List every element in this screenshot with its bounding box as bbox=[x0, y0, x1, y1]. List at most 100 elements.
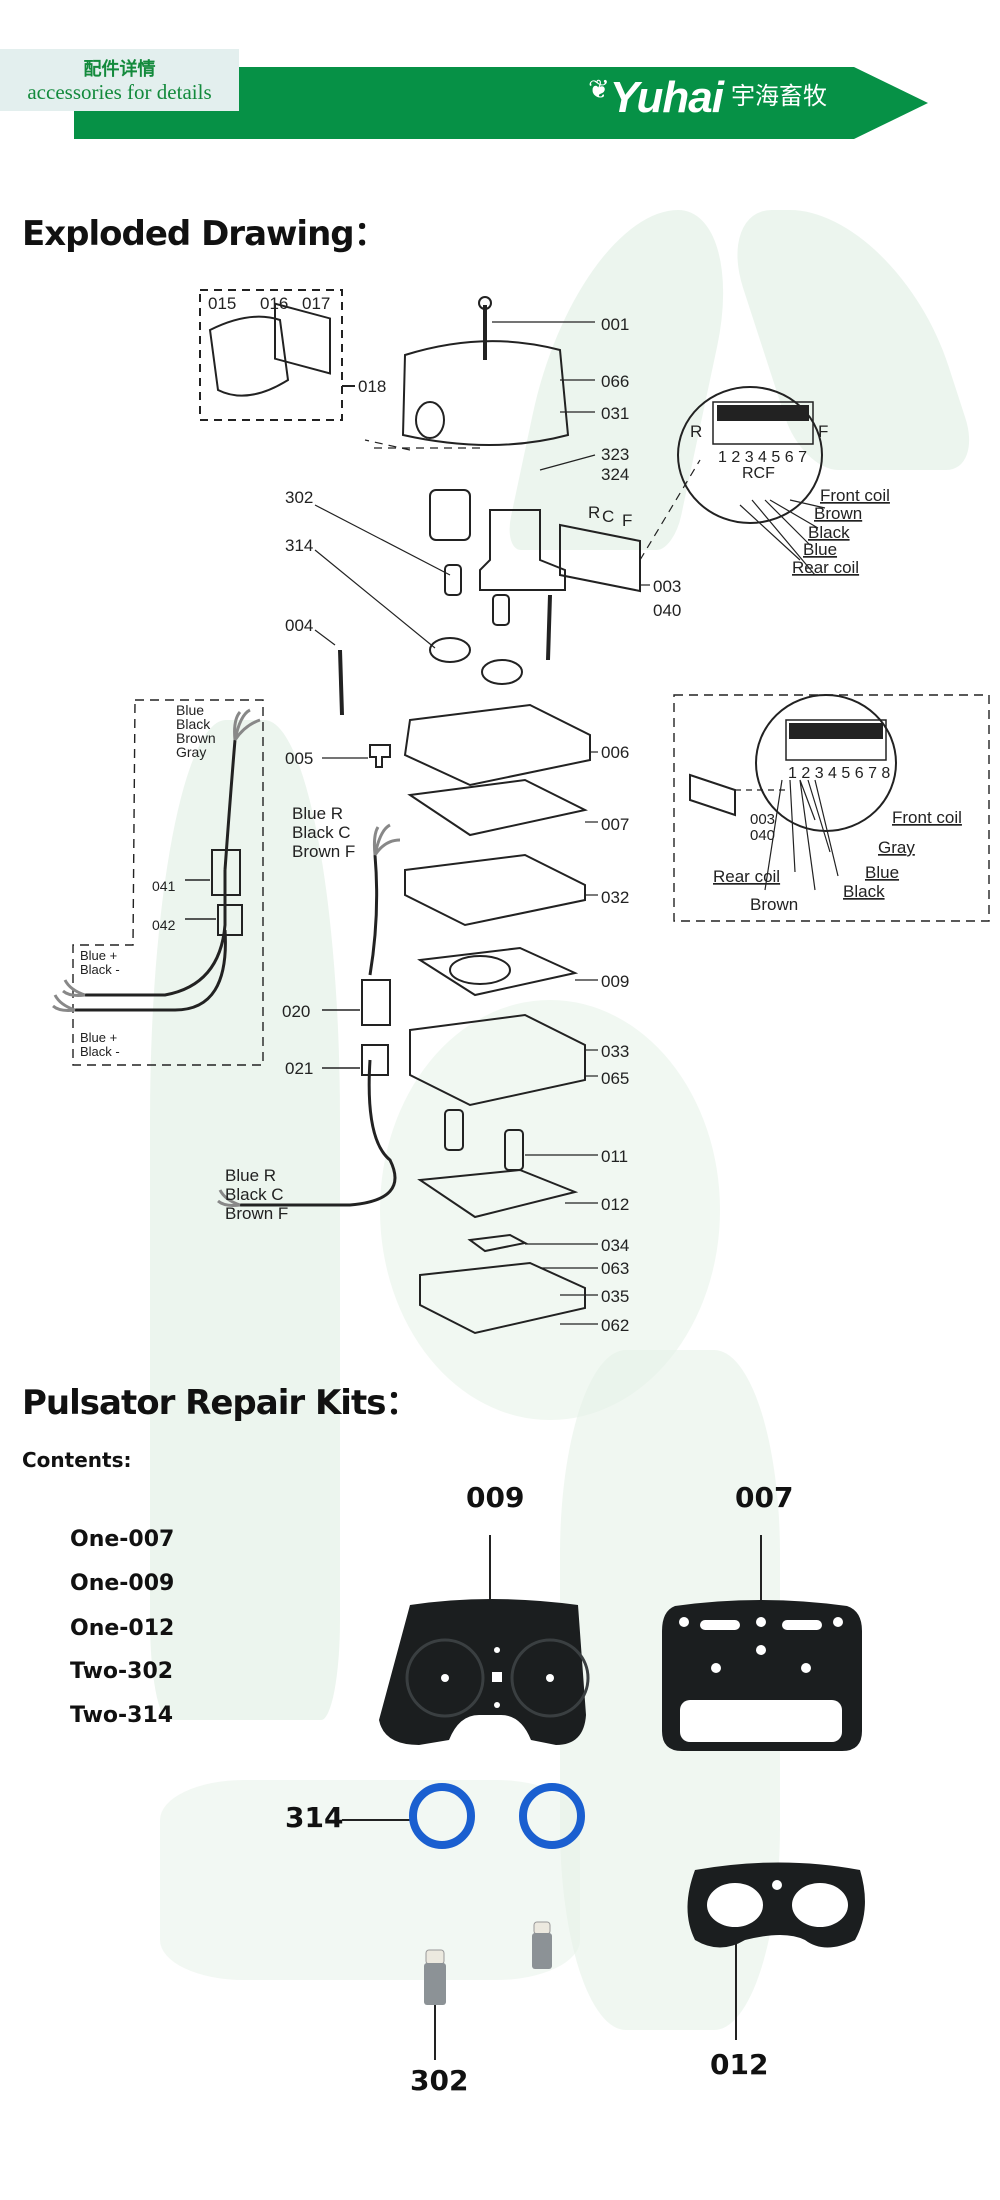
part-label: 032 bbox=[601, 888, 629, 907]
housing-033 bbox=[409, 1013, 586, 1107]
repair-kits-title: Pulsator Repair Kits： bbox=[22, 1383, 419, 1423]
part-label: 323 bbox=[601, 445, 629, 464]
part-label: 033 bbox=[601, 1042, 629, 1061]
terminal-numbers: 1 2 3 4 5 6 7 8 bbox=[788, 765, 890, 782]
part-label: 040 bbox=[653, 601, 681, 620]
plate-letter: F bbox=[622, 511, 632, 530]
tag-english: accessories for details bbox=[27, 80, 212, 104]
part-label: 035 bbox=[601, 1287, 629, 1306]
part-label: 041 bbox=[152, 878, 176, 894]
terminal-detail-2 bbox=[755, 694, 897, 832]
repair-kit-photos bbox=[342, 1535, 865, 2060]
kit-item: Two-302 bbox=[70, 1659, 174, 1684]
part-label: 003 bbox=[653, 577, 681, 596]
part-label: 020 bbox=[282, 1002, 310, 1021]
section-tag: 配件详情 accessories for details bbox=[0, 49, 239, 111]
plate-032 bbox=[404, 853, 586, 927]
part-label: 324 bbox=[601, 465, 629, 484]
wire-label: Brown bbox=[176, 730, 216, 746]
exploded-drawing-title: Exploded Drawing： bbox=[22, 214, 388, 254]
connector-020 bbox=[361, 979, 391, 1026]
cable-box-outline bbox=[72, 699, 264, 1066]
plate-letter: R bbox=[588, 503, 600, 522]
diaphragm-009-photo bbox=[379, 1599, 590, 1745]
diaphragm-009 bbox=[417, 946, 579, 997]
part-label: 063 bbox=[601, 1259, 629, 1278]
cable-4wire bbox=[75, 739, 237, 1012]
terminal-wire-label: Rear coil bbox=[713, 867, 780, 886]
photo-label-012: 012 bbox=[710, 2048, 769, 2081]
coil-rear bbox=[429, 489, 471, 541]
base-062 bbox=[419, 1261, 586, 1335]
terminal-wire-label: Rear coil bbox=[792, 558, 859, 577]
part-label: 016 bbox=[260, 294, 288, 313]
watermark-shape bbox=[150, 720, 340, 1720]
kit-item: One-012 bbox=[70, 1616, 175, 1641]
part-label: 001 bbox=[601, 315, 629, 334]
wire-label: Gray bbox=[176, 744, 206, 760]
header-banner-arrow bbox=[854, 67, 928, 139]
connector-041 bbox=[211, 849, 241, 896]
terminal-numbers: 1 2 3 4 5 6 7 bbox=[718, 449, 807, 466]
part-label: 031 bbox=[601, 404, 629, 423]
cover-031 bbox=[401, 340, 570, 446]
filter-cover bbox=[208, 315, 290, 397]
connector-021 bbox=[361, 1044, 389, 1076]
terminal-wire-label: Brown bbox=[814, 504, 862, 523]
wire-label: Brown F bbox=[292, 842, 355, 861]
kit-item: One-009 bbox=[70, 1571, 175, 1596]
tag-chinese: 配件详情 bbox=[83, 59, 156, 80]
part-label: 018 bbox=[358, 377, 386, 396]
part-label: 040 bbox=[750, 827, 775, 844]
logo-text: Yuhai bbox=[609, 73, 724, 122]
part-label: 042 bbox=[152, 917, 176, 933]
terminal-letter: F bbox=[818, 422, 828, 441]
filter-box bbox=[199, 289, 343, 421]
terminal-detail-1 bbox=[677, 386, 823, 524]
oring-314-photo bbox=[409, 1783, 475, 1849]
gasket-012 bbox=[417, 1168, 579, 1219]
part-label: 302 bbox=[285, 488, 313, 507]
part-label: 062 bbox=[601, 1316, 629, 1335]
part-label: 012 bbox=[601, 1195, 629, 1214]
part-label: 006 bbox=[601, 743, 629, 762]
part-label: 021 bbox=[285, 1059, 313, 1078]
wire-label: Black - bbox=[80, 1044, 120, 1059]
photo-label-302: 302 bbox=[410, 2064, 469, 2097]
part-label: 065 bbox=[601, 1069, 629, 1088]
leaf-icon: ❦ bbox=[588, 74, 610, 104]
gasket-012-photo bbox=[687, 1862, 865, 1948]
circuit-board-003 bbox=[559, 523, 641, 593]
terminal-letter: R bbox=[690, 422, 702, 441]
part-label: 009 bbox=[601, 972, 629, 991]
oring-314 bbox=[429, 637, 471, 663]
terminal-wire-label: Front coil bbox=[892, 808, 962, 827]
part-label: 015 bbox=[208, 294, 236, 313]
connector-042 bbox=[217, 904, 243, 936]
wire-label: Blue R bbox=[292, 804, 343, 823]
wire-label: Black - bbox=[80, 962, 120, 977]
contents-label: Contents: bbox=[22, 1448, 132, 1472]
wire-label: Black C bbox=[225, 1185, 284, 1204]
oring-314-photo bbox=[519, 1783, 585, 1849]
part-005 bbox=[369, 744, 391, 768]
logo-chinese: 宇海畜牧 bbox=[730, 82, 827, 110]
screw-004 bbox=[338, 649, 344, 716]
part-label: 017 bbox=[302, 294, 330, 313]
wire-label: Brown F bbox=[225, 1204, 288, 1223]
wire-label: Blue + bbox=[80, 1030, 117, 1045]
part-034 bbox=[467, 1233, 528, 1253]
wire-label: Black bbox=[176, 716, 211, 732]
cable-3wire bbox=[240, 854, 397, 1207]
coil-front bbox=[479, 509, 566, 591]
terminal-wire-label: Blue bbox=[865, 863, 899, 882]
terminal-wire-label: Blue bbox=[803, 540, 837, 559]
terminal-wire-label: Brown bbox=[750, 895, 798, 914]
kit-item: One-007 bbox=[70, 1527, 175, 1552]
wire-label: Black C bbox=[292, 823, 351, 842]
exploded-diagram: 001 066 031 323 324 302 314 003 040 004 … bbox=[52, 289, 990, 1335]
part-label: 011 bbox=[601, 1147, 628, 1166]
wire-label: Blue bbox=[176, 702, 204, 718]
valve-011 bbox=[444, 1109, 464, 1151]
